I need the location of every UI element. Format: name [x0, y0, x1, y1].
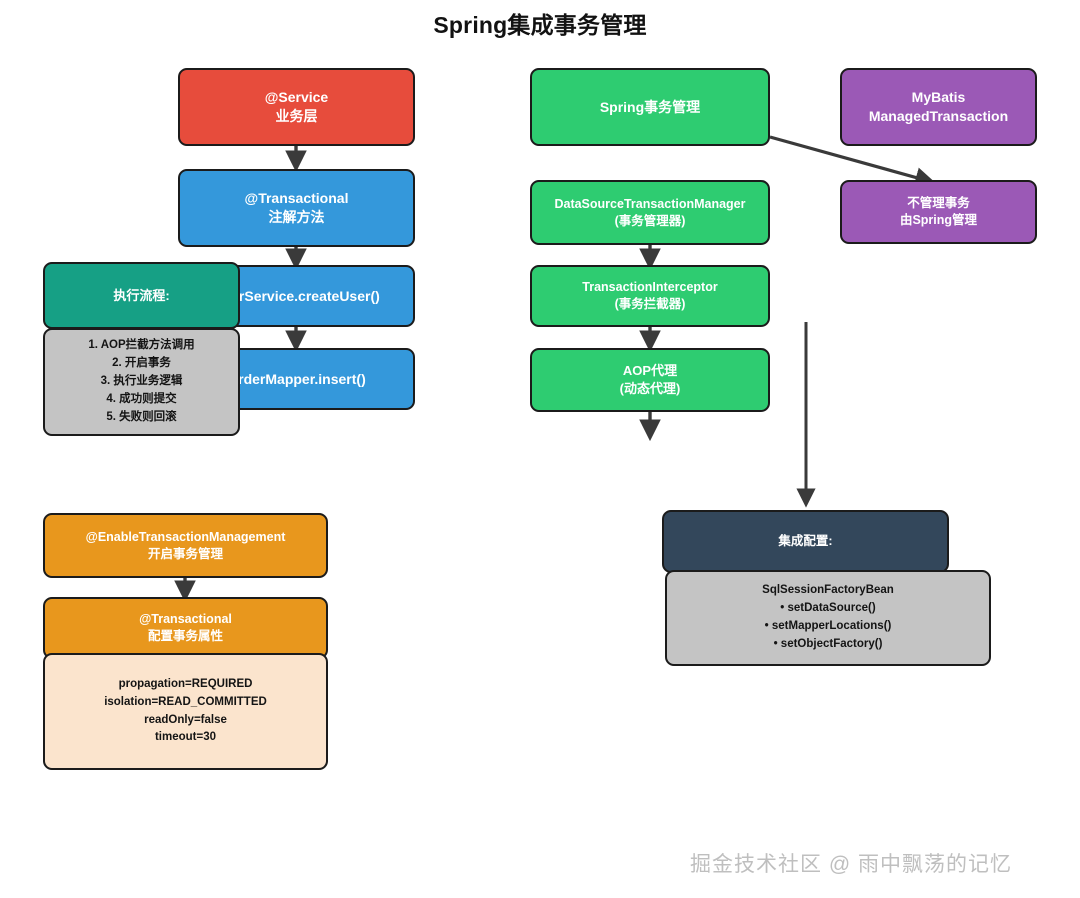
node-tx-interceptor-line1: TransactionInterceptor [582, 280, 718, 295]
node-not-managed-line2: 由Spring管理 [899, 213, 978, 227]
node-enable-transaction-management[interactable]: @EnableTransactionManagement 开启事务管理 [43, 513, 328, 578]
node-aop-proxy-line1: AOP代理 [622, 363, 678, 379]
node-transactional-annotation[interactable]: @Transactional 注解方法 [178, 169, 415, 247]
tx-attribute: timeout=30 [154, 731, 217, 744]
page-title: Spring集成事务管理 [433, 12, 647, 38]
panel-integration-config-items: SqlSessionFactoryBean • setDataSource() … [665, 570, 991, 666]
integration-config-item: • setObjectFactory() [773, 637, 883, 650]
tx-attribute: isolation=READ_COMMITTED [104, 695, 267, 708]
flow-panel-header-label: 执行流程: [113, 287, 170, 303]
node-service-line1: @Service [264, 89, 329, 106]
node-enable-tx-line1: @EnableTransactionManagement [85, 529, 286, 544]
integration-config-header[interactable]: 集成配置: [662, 510, 949, 573]
node-aop-proxy-line2: (动态代理) [619, 381, 681, 396]
node-tx-interceptor-line2: (事务拦截器) [614, 297, 686, 311]
flow-step: 4. 成功则提交 [106, 392, 177, 405]
node-spring-transaction-management[interactable]: Spring事务管理 [530, 68, 770, 146]
panel-transaction-attributes: propagation=REQUIRED isolation=READ_COMM… [43, 653, 328, 770]
node-transactional-line2: 注解方法 [268, 209, 325, 225]
flow-step: 1. AOP拦截方法调用 [88, 339, 195, 352]
node-mybatis-line1: MyBatis [911, 89, 966, 106]
node-mybatis-line2: ManagedTransaction [868, 108, 1009, 124]
node-tx-manager-line1: DataSourceTransactionManager [554, 196, 746, 211]
watermark: 掘金技术社区 @ 雨中飘荡的记忆 [690, 853, 1012, 876]
flow-panel-steps: 1. AOP拦截方法调用 2. 开启事务 3. 执行业务逻辑 4. 成功则提交 … [43, 328, 240, 436]
node-service-line2: 业务层 [275, 108, 318, 124]
flow-step: 2. 开启事务 [112, 357, 171, 370]
node-create-user-label: UserService.createUser() [213, 287, 380, 304]
node-transactional-attr-line1: @Transactional [139, 612, 232, 627]
tx-attribute: readOnly=false [144, 713, 227, 726]
integration-config-item: SqlSessionFactoryBean [762, 584, 894, 597]
integration-config-item: • setDataSource() [780, 602, 876, 615]
node-datasource-transaction-manager[interactable]: DataSourceTransactionManager (事务管理器) [530, 180, 770, 245]
node-enable-tx-line2: 开启事务管理 [147, 546, 223, 561]
node-transactional-attr-line2: 配置事务属性 [147, 629, 223, 643]
node-transactional-attributes-header[interactable]: @Transactional 配置事务属性 [43, 597, 328, 659]
flow-step: 5. 失败则回滚 [106, 410, 177, 423]
integration-config-item: • setMapperLocations() [764, 620, 892, 632]
node-not-managed-line1: 不管理事务 [907, 196, 970, 211]
tx-attribute: propagation=REQUIRED [118, 677, 253, 690]
node-mybatis-managed-transaction[interactable]: MyBatis ManagedTransaction [840, 68, 1037, 146]
node-order-insert-label: OrderMapper.insert() [227, 370, 366, 387]
flow-panel-header[interactable]: 执行流程: [43, 262, 240, 329]
node-service[interactable]: @Service 业务层 [178, 68, 415, 146]
node-tx-manager-line2: (事务管理器) [614, 213, 686, 228]
node-aop-proxy[interactable]: AOP代理 (动态代理) [530, 348, 770, 412]
node-transactional-line1: @Transactional [244, 190, 349, 207]
flow-step: 3. 执行业务逻辑 [100, 375, 183, 388]
node-transaction-interceptor[interactable]: TransactionInterceptor (事务拦截器) [530, 265, 770, 327]
integration-config-header-label: 集成配置: [778, 534, 833, 549]
node-not-managed-transaction[interactable]: 不管理事务 由Spring管理 [840, 180, 1037, 244]
node-spring-tx-label: Spring事务管理 [599, 98, 701, 115]
